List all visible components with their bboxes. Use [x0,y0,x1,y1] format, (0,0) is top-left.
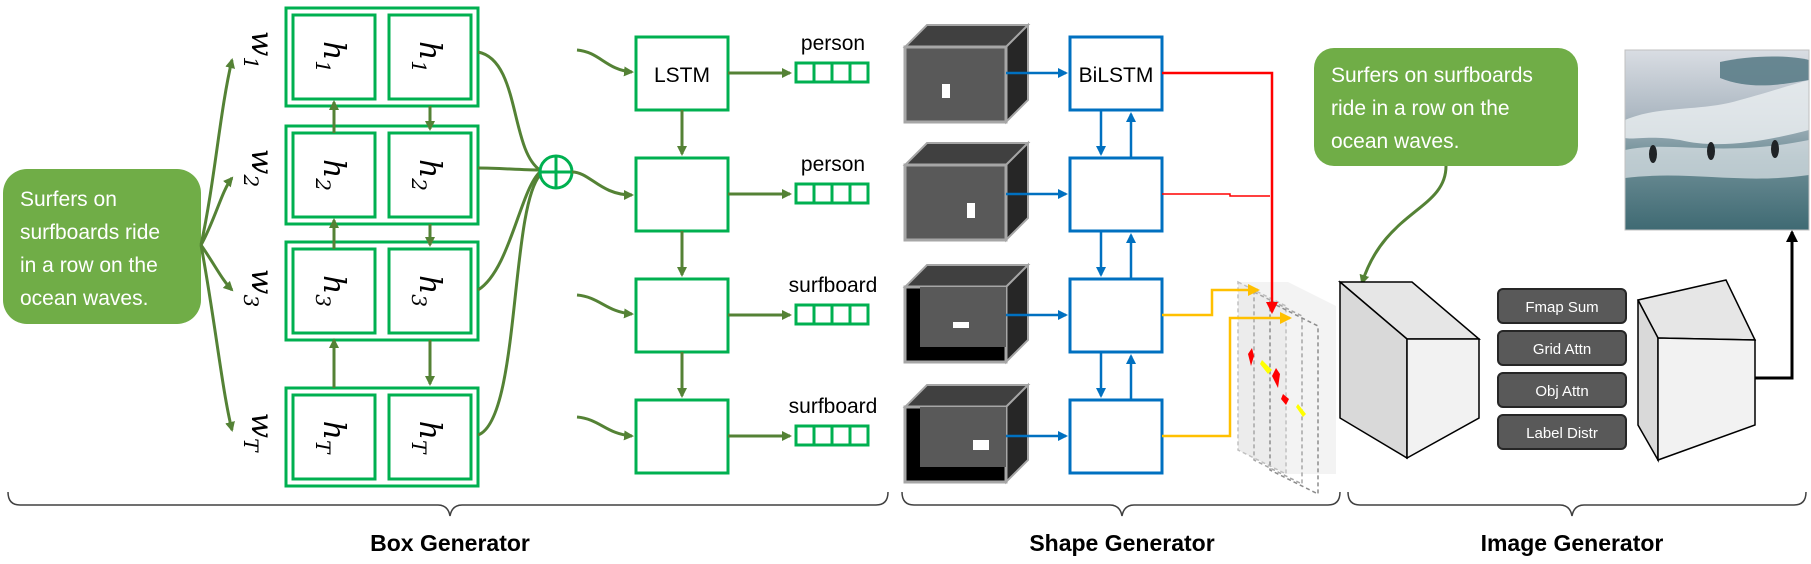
concat-to-decoder-arrow [571,170,634,200]
svg-text:Obj Attn: Obj Attn [1535,383,1588,400]
image-encoder-block [1337,280,1482,460]
encoder-row-3: h3 h3 [284,240,480,342]
shape-bilstm-cell-1 [1068,35,1164,112]
concat-arrows [477,50,542,437]
image-decoder-block [1636,279,1757,463]
encoder-row-2: h2 h2 [284,124,480,226]
module-grid-attn: Grid Attn [1497,330,1627,366]
svg-text:h1: h1 [407,41,447,73]
mask-person-1 [1248,348,1254,366]
input-caption-bubble: Surfers on surfboards ride in a row on t… [3,169,201,324]
hidden-backward-1 [387,13,473,101]
object-label-2: person [801,153,865,176]
mask-person-2 [1272,368,1280,388]
word-w1: w1 [239,31,279,69]
shape-cube-3 [902,262,1031,365]
svg-text:Fmap Sum: Fmap Sum [1525,299,1598,316]
input-caption-line-2: surfboards ride [20,221,160,244]
mask-surfboard-1 [1260,360,1272,374]
decoder-lstm-cell-4 [634,398,730,475]
module-label-distr: Label Distr [1497,414,1627,450]
output-caption-line-3: ocean waves. [1331,130,1459,153]
hidden-forward-1 [291,13,377,101]
shape-cube-1 [902,22,1031,125]
decoder-to-output-arrow [1755,230,1798,380]
section-label-box-generator: Box Generator [370,530,530,556]
word-w3: w3 [239,269,279,307]
section-label-shape-generator: Shape Generator [1029,530,1214,556]
encoder-direction-arrows [329,100,435,388]
box-vector-2 [794,182,870,205]
image-generator-modules: Fmap Sum Grid Attn Obj Attn Label Distr [1497,288,1627,450]
bilstm-to-mask-arrows [1162,71,1292,438]
hidden-backward-3 [387,247,473,335]
shape-input-cubes [902,22,1031,485]
shape-bilstm-cell-4 [1068,398,1164,475]
svg-text:h3: h3 [407,275,447,307]
module-obj-attn: Obj Attn [1497,372,1627,408]
mask-person-3 [1281,394,1289,405]
output-caption-line-1: Surfers on surfboards [1331,64,1533,87]
svg-text:w3: w3 [239,269,279,307]
svg-text:h2: h2 [407,159,447,191]
hidden-backward-2 [387,131,473,219]
svg-text:h1: h1 [311,41,351,73]
generated-image [1624,49,1810,231]
decoder-lstm-cell-2 [634,156,730,233]
word-w2: w2 [239,149,279,187]
bilstm-encoder: h1 h1 h2 h2 h3 h3 hT hT [284,6,480,488]
word-split-arrows [199,58,235,432]
svg-text:hT: hT [311,421,351,455]
shape-cube-4 [902,382,1031,485]
svg-text:Grid Attn: Grid Attn [1533,341,1591,358]
word-wT: wT [239,412,279,453]
box-vector-3 [794,303,870,326]
bilstm-label: BiLSTM [1079,64,1154,87]
section-braces [7,491,1807,517]
input-caption-line-4: ocean waves. [20,287,148,310]
shape-cube-2 [902,140,1031,243]
decoder-input-4 [576,415,634,441]
lstm-label: LSTM [654,64,710,87]
encoder-row-1: h1 h1 [284,6,480,108]
decoder-input-1 [576,48,634,77]
box-vector-4 [794,424,870,447]
object-label-4: surfboard [789,395,878,418]
section-label-image-generator: Image Generator [1481,530,1664,556]
decoder-lstm-cell-3 [634,277,730,354]
mask-surfboard-2 [1296,404,1306,417]
box-outputs: person person surfboard surfboard [789,32,878,447]
output-caption-line-2: ride in a row on the [1331,97,1510,120]
output-caption-bubble: Surfers on surfboards ride in a row on t… [1314,48,1578,166]
word-tokens: w1 w2 w3 wT [239,31,279,453]
shape-bilstm-cell-3 [1068,277,1164,354]
svg-text:h2: h2 [311,159,351,191]
concat-operator [538,154,574,190]
layout-mask-stack [1237,280,1336,496]
object-label-1: person [801,32,865,55]
input-caption-line-1: Surfers on [20,188,117,211]
surfer-figures-icon [1649,140,1779,163]
object-label-3: surfboard [789,274,878,297]
shape-bilstm: BiLSTM [1068,35,1164,475]
svg-text:hT: hT [407,421,447,455]
shape-bilstm-cell-2 [1068,156,1164,233]
svg-text:h3: h3 [311,275,351,307]
decoder-input-3 [576,293,634,319]
svg-text:w2: w2 [239,149,279,187]
cube-to-bilstm-arrows [1006,68,1068,441]
hidden-backward-T [387,393,473,481]
svg-text:Label Distr: Label Distr [1526,425,1598,442]
svg-text:wT: wT [239,412,279,453]
encoder-row-T: hT hT [284,386,480,488]
input-caption-line-3: in a row on the [20,254,158,277]
hidden-forward-T [291,393,377,481]
box-vector-1 [794,61,870,84]
hidden-forward-3 [291,247,377,335]
box-decoder: LSTM [576,35,792,475]
caption-to-encoder-arrow [1359,165,1448,285]
svg-text:w1: w1 [239,31,279,69]
module-fmap-sum: Fmap Sum [1497,288,1627,324]
